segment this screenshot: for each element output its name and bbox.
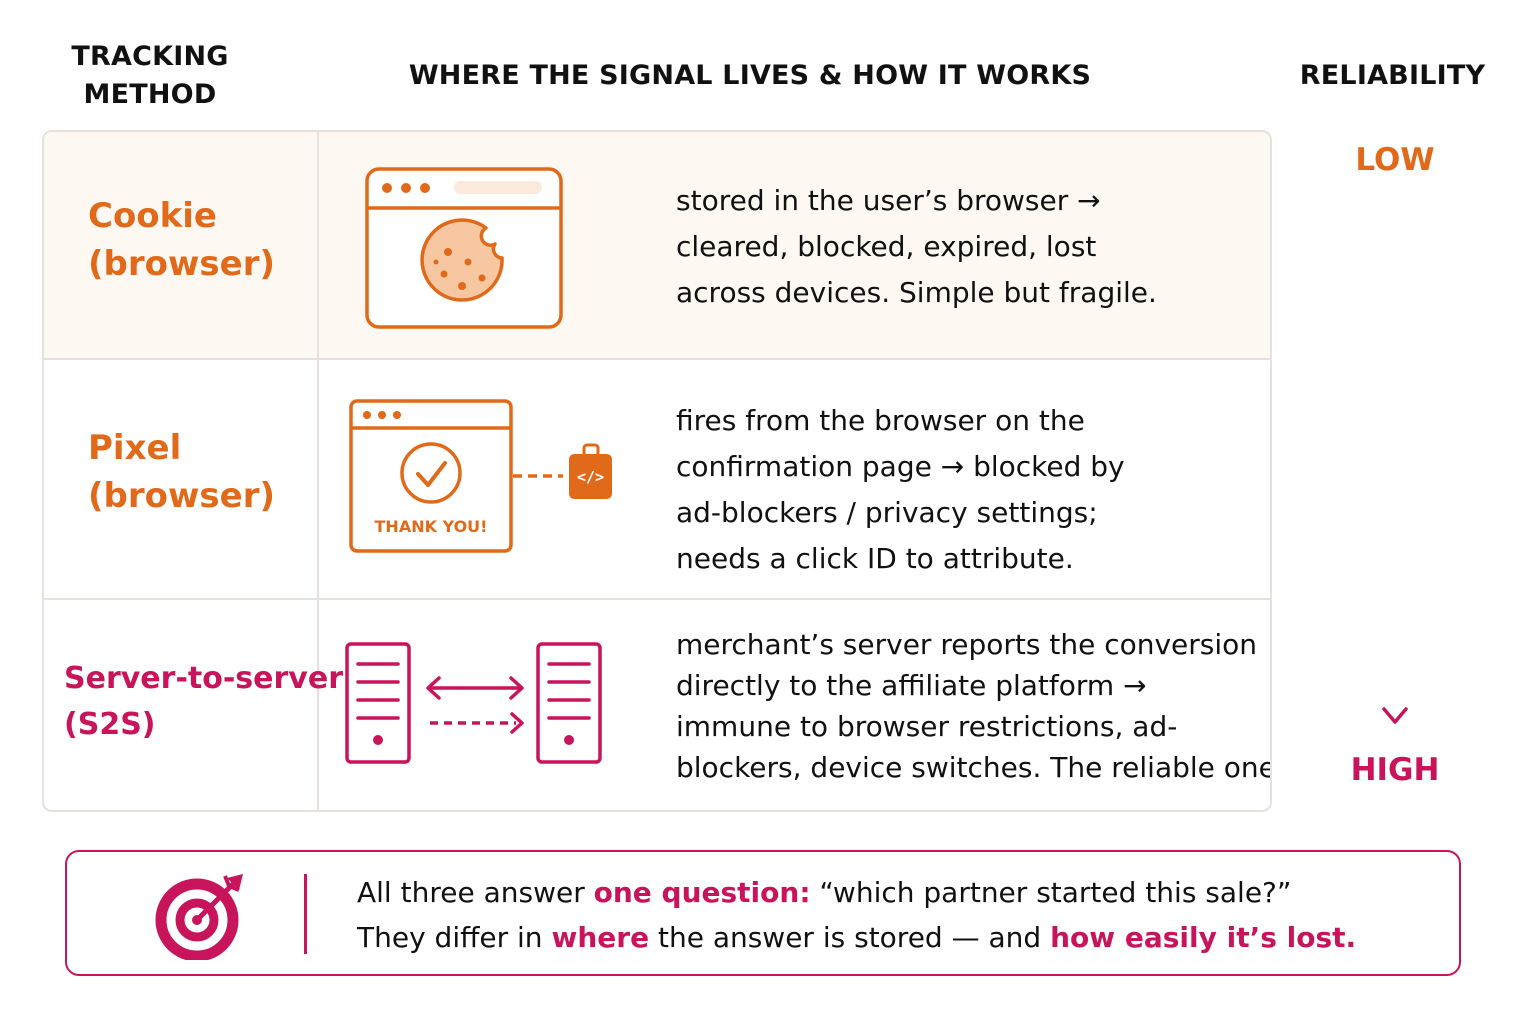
server-to-server-icon — [345, 642, 602, 764]
header-reliability: RELIABILITY — [1299, 60, 1486, 91]
method-label-line1: Server-to-server — [64, 661, 343, 696]
callout-line1-start: All three answer — [357, 876, 594, 909]
method-label-line1: Pixel — [88, 428, 182, 468]
column-divider — [317, 600, 319, 810]
description-s2s: merchant’s server reports the conversion… — [676, 624, 1272, 788]
callout-line2-start: They differ in — [357, 921, 552, 954]
method-label-line2: (browser) — [88, 244, 276, 284]
reliability-low-label: LOW — [1355, 142, 1435, 178]
table-row-s2s: Server-to-server (S2S) merchant’s server… — [44, 600, 1272, 810]
callout-text: All three answer one question: “which pa… — [357, 870, 1356, 960]
callout-line-1: All three answer one question: “which pa… — [357, 870, 1356, 915]
description-line: stored in the user’s browser → — [676, 184, 1101, 217]
callout-highlight-one-question: one question: — [593, 876, 811, 909]
method-label-line1: Cookie — [88, 196, 217, 236]
description-line: blockers, device switches. The reliable … — [676, 751, 1272, 784]
description-line: needs a click ID to attribute. — [676, 542, 1074, 575]
header-tracking-method: TRACKING METHOD — [60, 38, 240, 114]
method-label-line2: (browser) — [88, 476, 276, 516]
description-cookie: stored in the user’s browser → cleared, … — [676, 178, 1157, 316]
callout-line1-end: “which partner started this sale?” — [810, 876, 1292, 909]
callout-divider — [304, 874, 307, 954]
callout-line-2: They differ in where the answer is store… — [357, 915, 1356, 960]
tracking-methods-table: Cookie (browser) stored in the user’s br… — [42, 130, 1272, 812]
header-tracking-method-line1: TRACKING — [71, 41, 229, 72]
description-line: directly to the affiliate platform → — [676, 669, 1147, 702]
table-row-pixel: Pixel (browser) THANK YOU! </> fires fro… — [44, 360, 1270, 600]
description-line: confirmation page → blocked by — [676, 450, 1125, 483]
reliability-arrow-icon — [1382, 196, 1408, 724]
description-line: fires from the browser on the — [676, 404, 1085, 437]
column-divider — [317, 360, 319, 598]
description-line: across devices. Simple but fragile. — [676, 276, 1157, 309]
description-line: immune to browser restrictions, ad- — [676, 710, 1178, 743]
svg-text:</>: </> — [577, 468, 604, 486]
target-icon — [155, 874, 243, 960]
table-row-cookie: Cookie (browser) stored in the user’s br… — [44, 132, 1270, 360]
reliability-high-label: HIGH — [1350, 752, 1440, 788]
method-label-pixel: Pixel (browser) — [88, 424, 275, 520]
header-tracking-method-line2: METHOD — [83, 79, 217, 110]
thank-you-text: THANK YOU! — [375, 517, 488, 536]
description-line: cleared, blocked, expired, lost — [676, 230, 1097, 263]
summary-callout: All three answer one question: “which pa… — [65, 850, 1461, 976]
callout-line2-middle: the answer is stored — and — [649, 921, 1051, 954]
header-where-signal-lives: WHERE THE SIGNAL LIVES & HOW IT WORKS — [408, 60, 1092, 91]
method-label-cookie: Cookie (browser) — [88, 192, 275, 288]
method-label-s2s: Server-to-server (S2S) — [64, 656, 343, 748]
callout-highlight-how-easily: how easily it’s lost. — [1050, 921, 1357, 954]
callout-highlight-where: where — [551, 921, 650, 954]
column-divider — [317, 132, 319, 358]
browser-thank-you-pixel-icon: THANK YOU! </> — [349, 399, 612, 553]
method-label-line2: (S2S) — [64, 707, 156, 742]
browser-cookie-icon — [365, 167, 563, 329]
description-pixel: fires from the browser on the confirmati… — [676, 398, 1125, 582]
description-line: merchant’s server reports the conversion — [676, 628, 1258, 661]
description-line: ad-blockers / privacy settings; — [676, 496, 1098, 529]
